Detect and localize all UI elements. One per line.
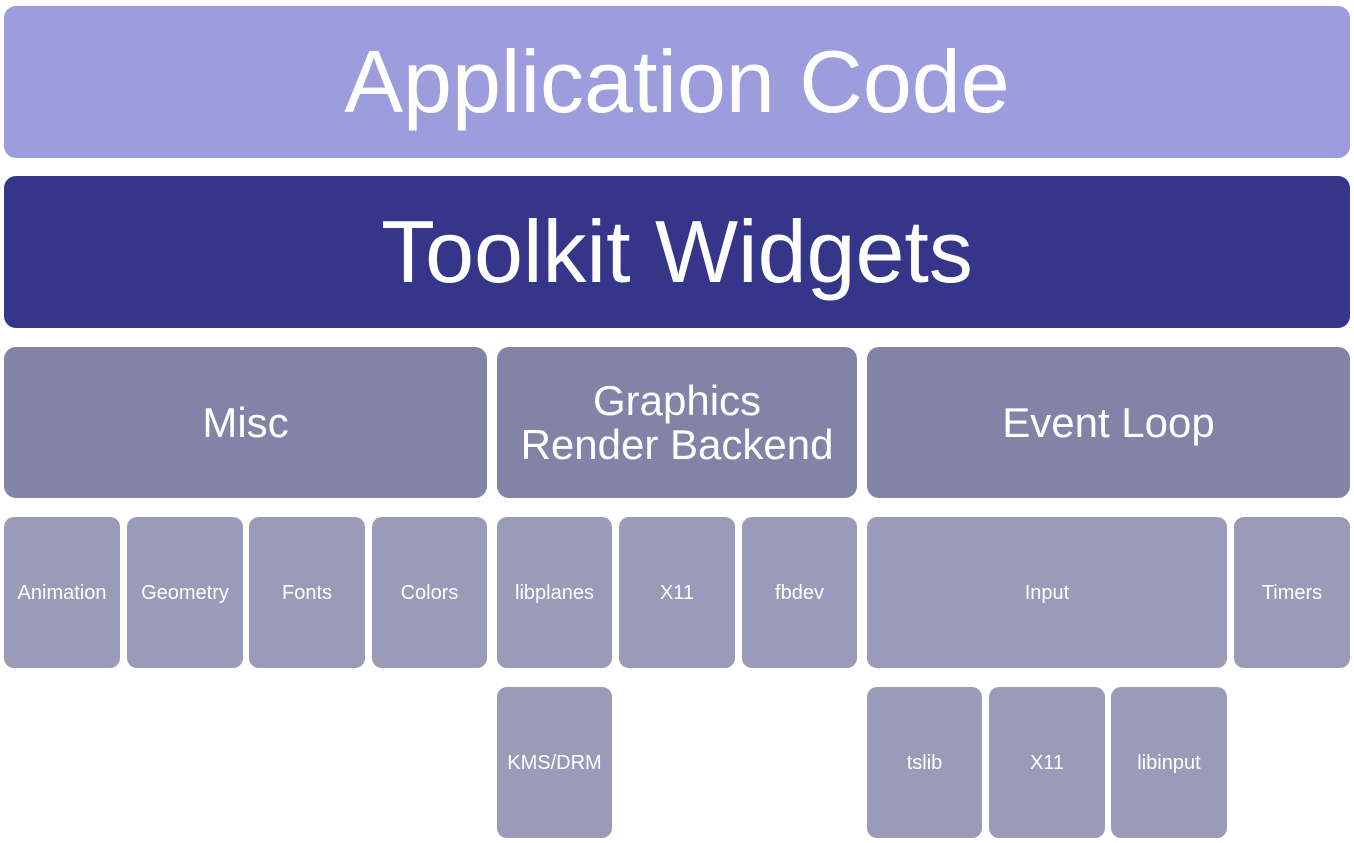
event-loop-section: Event Loop — [867, 347, 1350, 498]
input-item-x11: X11 — [989, 687, 1105, 838]
application-code-layer: Application Code — [4, 6, 1350, 158]
event-item-timers: Timers — [1234, 517, 1350, 668]
graphics-render-backend-section: Graphics Render Backend — [497, 347, 857, 498]
input-item-tslib: tslib — [867, 687, 982, 838]
graphics-item-libplanes: libplanes — [497, 517, 612, 668]
misc-item-colors: Colors — [372, 517, 487, 668]
toolkit-widgets-layer: Toolkit Widgets — [4, 176, 1350, 328]
input-item-libinput: libinput — [1111, 687, 1227, 838]
misc-section: Misc — [4, 347, 487, 498]
misc-item-fonts: Fonts — [249, 517, 365, 668]
graphics-item-x11: X11 — [619, 517, 735, 668]
graphics-item-fbdev: fbdev — [742, 517, 857, 668]
misc-item-geometry: Geometry — [127, 517, 243, 668]
misc-item-animation: Animation — [4, 517, 120, 668]
graphics-item-kms-drm: KMS/DRM — [497, 687, 612, 838]
event-item-input: Input — [867, 517, 1227, 668]
